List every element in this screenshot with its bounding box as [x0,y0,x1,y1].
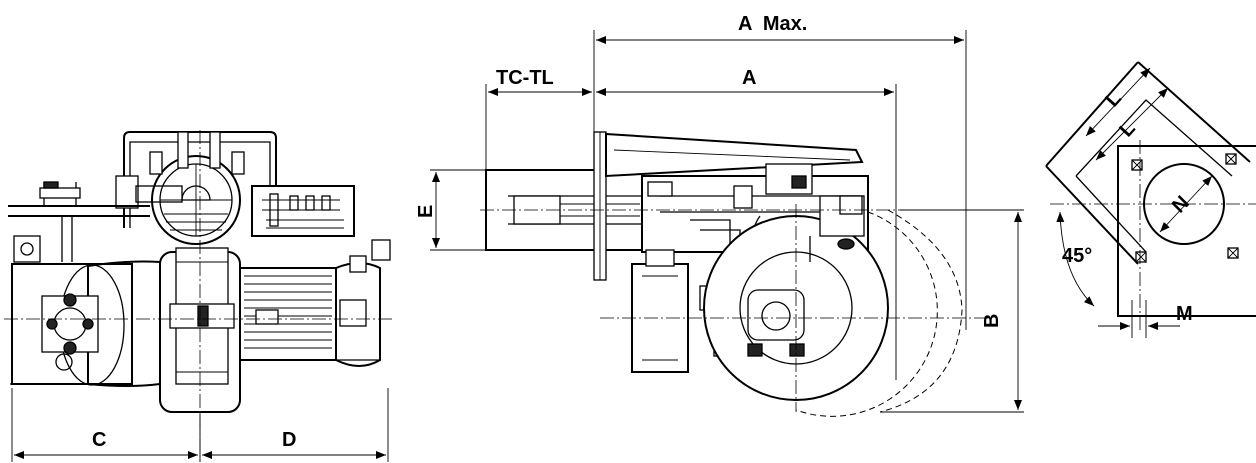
flange-view: L L N 45° M [1045,61,1256,338]
dimension-a-label: A [742,67,756,89]
angle-label: 45° [1062,245,1092,267]
dimension-l-inner-label: L [1115,118,1140,142]
dimension-d-label: D [282,429,296,451]
dimension-a-max-label: A Max. [738,13,807,35]
dimension-l-outer-label: L [1101,88,1126,112]
side-view: A Max. TC-TL A E [415,13,1024,417]
dimension-c-label: C [92,429,106,451]
dimension-e-label: E [415,205,437,218]
gear-pump [41,293,99,371]
dimension-m-label: M [1176,303,1193,325]
dimension-b-label: B [981,314,1003,328]
front-view: C D [4,130,392,462]
dimension-tc-tl-label: TC-TL [496,67,554,89]
bolt-holes [1131,153,1239,263]
fan-teeth [164,213,228,231]
motor-fins [244,275,332,349]
